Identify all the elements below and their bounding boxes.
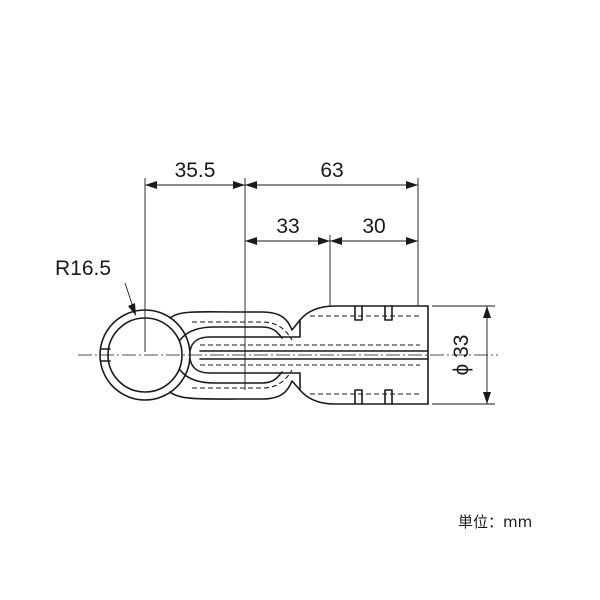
arrow	[483, 306, 491, 318]
sleeve-slot-top-1	[354, 305, 363, 321]
hidden-upper-outer	[192, 315, 420, 341]
dim-label-35-5: 35.5	[175, 159, 216, 182]
arrow	[128, 303, 136, 316]
arrow	[145, 181, 157, 189]
upper-clamp-arm	[169, 305, 429, 331]
arrow	[245, 237, 257, 245]
dim-label-33: 33	[276, 215, 299, 238]
lower-clamp-arm	[169, 380, 429, 405]
arrow	[406, 237, 418, 245]
center-slot-upper	[189, 319, 301, 352]
unit-note: 単位：mm	[458, 513, 532, 531]
diameter-label: ϕ 33	[450, 335, 473, 376]
radius-label: R16.5	[55, 257, 111, 280]
dim-label-63: 63	[320, 159, 343, 182]
arrow	[233, 181, 245, 189]
lower-arm-inner	[179, 369, 283, 384]
arrow	[483, 392, 491, 404]
arrow	[318, 237, 330, 245]
sleeve-slot-bottom-2	[384, 389, 393, 405]
arrow	[330, 237, 342, 245]
dim-label-30: 30	[362, 215, 385, 238]
arrow	[245, 181, 257, 189]
upper-arm-inner	[179, 326, 283, 341]
sleeve-slot-bottom-1	[354, 389, 363, 405]
center-slot-lower	[189, 358, 301, 391]
sleeve-slot-top-2	[384, 305, 393, 321]
arrow	[406, 181, 418, 189]
hidden-lower-outer	[192, 369, 420, 395]
